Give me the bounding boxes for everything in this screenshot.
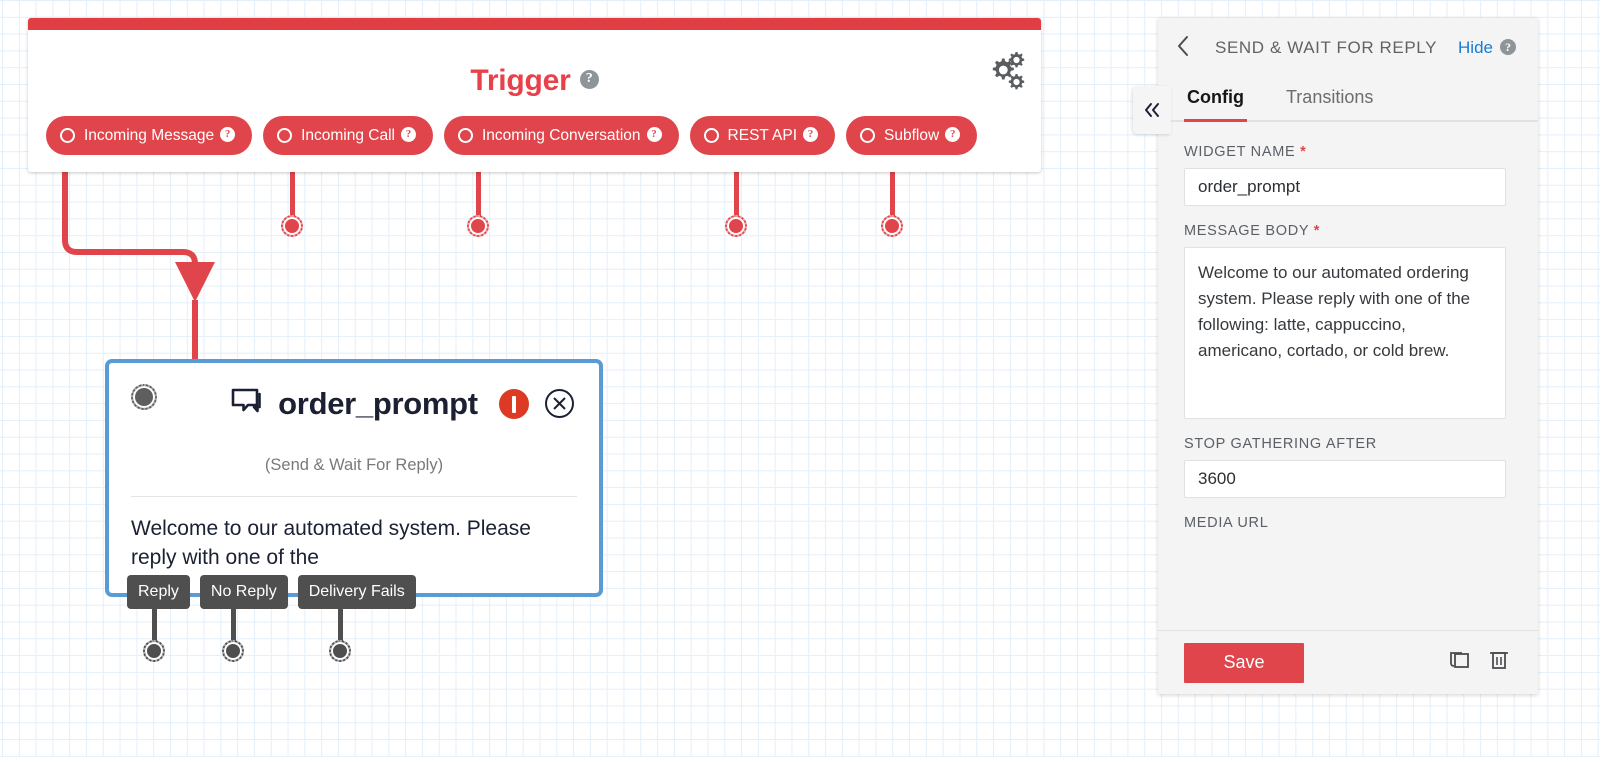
widget-header: order_prompt (109, 363, 599, 459)
trigger-pill-subflow[interactable]: Subflow ? (846, 116, 978, 155)
trigger-card[interactable]: Trigger? Incoming Message ? (28, 18, 1041, 172)
config-panel[interactable]: SEND & WAIT FOR REPLY Hide ? Config Tran… (1158, 18, 1538, 694)
trigger-pill-label: Incoming Call (301, 126, 395, 144)
tab-config[interactable]: Config (1184, 78, 1247, 122)
field-label-media-url: MEDIA URL (1184, 515, 1512, 531)
trigger-connector-dot[interactable] (467, 215, 489, 237)
field-label-text: WIDGET NAME (1184, 144, 1296, 160)
transition-connector-dot[interactable] (222, 640, 244, 662)
trigger-pill-incoming-message[interactable]: Incoming Message ? (46, 116, 253, 155)
panel-body: WIDGET NAME * order_prompt MESSAGE BODY … (1158, 122, 1538, 630)
transition-stub-line (231, 605, 236, 651)
widget-name-input[interactable]: order_prompt (1184, 168, 1506, 206)
panel-title: SEND & WAIT FOR REPLY (1215, 38, 1438, 57)
node-connector-dot[interactable] (131, 384, 157, 410)
radio-ring-icon (458, 128, 473, 143)
trigger-connector-dot[interactable] (881, 215, 903, 237)
widget-title-row: order_prompt (109, 363, 599, 422)
field-label-text: STOP GATHERING AFTER (1184, 436, 1377, 452)
trigger-connector-dot[interactable] (281, 215, 303, 237)
transition-stub-line (338, 605, 343, 651)
help-circle-icon[interactable]: ? (1500, 39, 1516, 55)
field-label-text: MESSAGE BODY (1184, 223, 1309, 239)
gears-icon[interactable] (983, 48, 1027, 92)
help-circle-icon[interactable]: ? (579, 69, 599, 89)
trigger-title-text: Trigger (470, 64, 571, 97)
field-label-stop-gathering-after: STOP GATHERING AFTER (1184, 436, 1512, 452)
error-exclamation-icon[interactable] (499, 389, 529, 419)
field-label-text: MEDIA URL (1184, 515, 1269, 531)
trigger-pill-label: Incoming Conversation (482, 126, 641, 144)
radio-ring-icon (703, 128, 719, 143)
trigger-pill-incoming-call[interactable]: Incoming Call ? (263, 116, 433, 155)
chevron-left-icon[interactable] (1176, 35, 1194, 62)
radio-ring-icon (860, 128, 876, 143)
trigger-pill-row: Incoming Message ? Incoming Call ? Incom… (46, 116, 978, 155)
trigger-stub-line (734, 170, 739, 222)
trigger-pill-label: Subflow (884, 126, 940, 144)
panel-header: SEND & WAIT FOR REPLY Hide ? (1158, 18, 1538, 78)
transition-chip-row: Reply No Reply Delivery Fails (127, 575, 416, 609)
transition-chip-reply[interactable]: Reply (127, 575, 190, 609)
trigger-pill-rest-api[interactable]: REST API ? (689, 116, 836, 155)
help-circle-icon[interactable]: ? (945, 127, 961, 142)
required-asterisk: * (1313, 223, 1321, 239)
transition-chip-delivery-fails[interactable]: Delivery Fails (297, 575, 416, 609)
hide-link[interactable]: Hide (1458, 38, 1493, 57)
radio-ring-icon (60, 128, 75, 143)
help-circle-icon[interactable]: ? (220, 127, 236, 142)
page-title: Trigger? (28, 64, 1041, 98)
transition-connector-dot[interactable] (329, 640, 351, 662)
help-circle-icon[interactable]: ? (401, 127, 416, 142)
trigger-pill-label: Incoming Message (84, 126, 215, 144)
close-circle-icon[interactable] (544, 388, 575, 419)
widget-node-order-prompt[interactable]: order_prompt (Send & Wait For Reply) Wel… (105, 359, 603, 597)
chat-bubble-icon (230, 387, 266, 422)
transition-chip-no-reply[interactable]: No Reply (199, 575, 288, 609)
tab-transitions[interactable]: Transitions (1285, 87, 1374, 107)
trigger-stub-line (476, 170, 481, 222)
trigger-connector-dot[interactable] (725, 215, 747, 237)
radio-ring-icon (277, 128, 293, 143)
transition-connector-dot[interactable] (143, 640, 165, 662)
stop-gathering-after-input[interactable]: 3600 (1184, 460, 1506, 498)
panel-collapse-button[interactable] (1133, 86, 1171, 134)
field-label-widget-name: WIDGET NAME * (1184, 144, 1512, 160)
panel-footer: Save (1158, 630, 1538, 694)
trigger-pill-incoming-conversation[interactable]: Incoming Conversation ? (444, 116, 679, 155)
double-chevron-left-icon (1145, 103, 1159, 117)
transition-stub-line (152, 605, 157, 651)
trigger-stub-line (290, 170, 295, 222)
help-circle-icon[interactable]: ? (803, 127, 819, 142)
required-asterisk: * (1300, 144, 1307, 160)
widget-divider (131, 496, 577, 497)
message-body-textarea[interactable]: Welcome to our automated ordering system… (1184, 247, 1506, 419)
widget-subtitle: (Send & Wait For Reply) (264, 456, 444, 474)
panel-tabs: Config Transitions (1158, 78, 1538, 122)
save-button[interactable]: Save (1184, 642, 1304, 683)
trigger-accent-bar (28, 18, 1041, 30)
duplicate-icon[interactable] (1446, 648, 1472, 677)
widget-body-preview: Welcome to our automated system. Please … (131, 517, 531, 569)
widget-name-text: order_prompt (278, 386, 478, 421)
trash-icon[interactable] (1486, 647, 1512, 678)
trigger-stub-line (890, 170, 895, 222)
trigger-pill-label: REST API (727, 126, 798, 144)
help-circle-icon[interactable]: ? (646, 127, 662, 142)
field-label-message-body: MESSAGE BODY * (1184, 223, 1512, 239)
